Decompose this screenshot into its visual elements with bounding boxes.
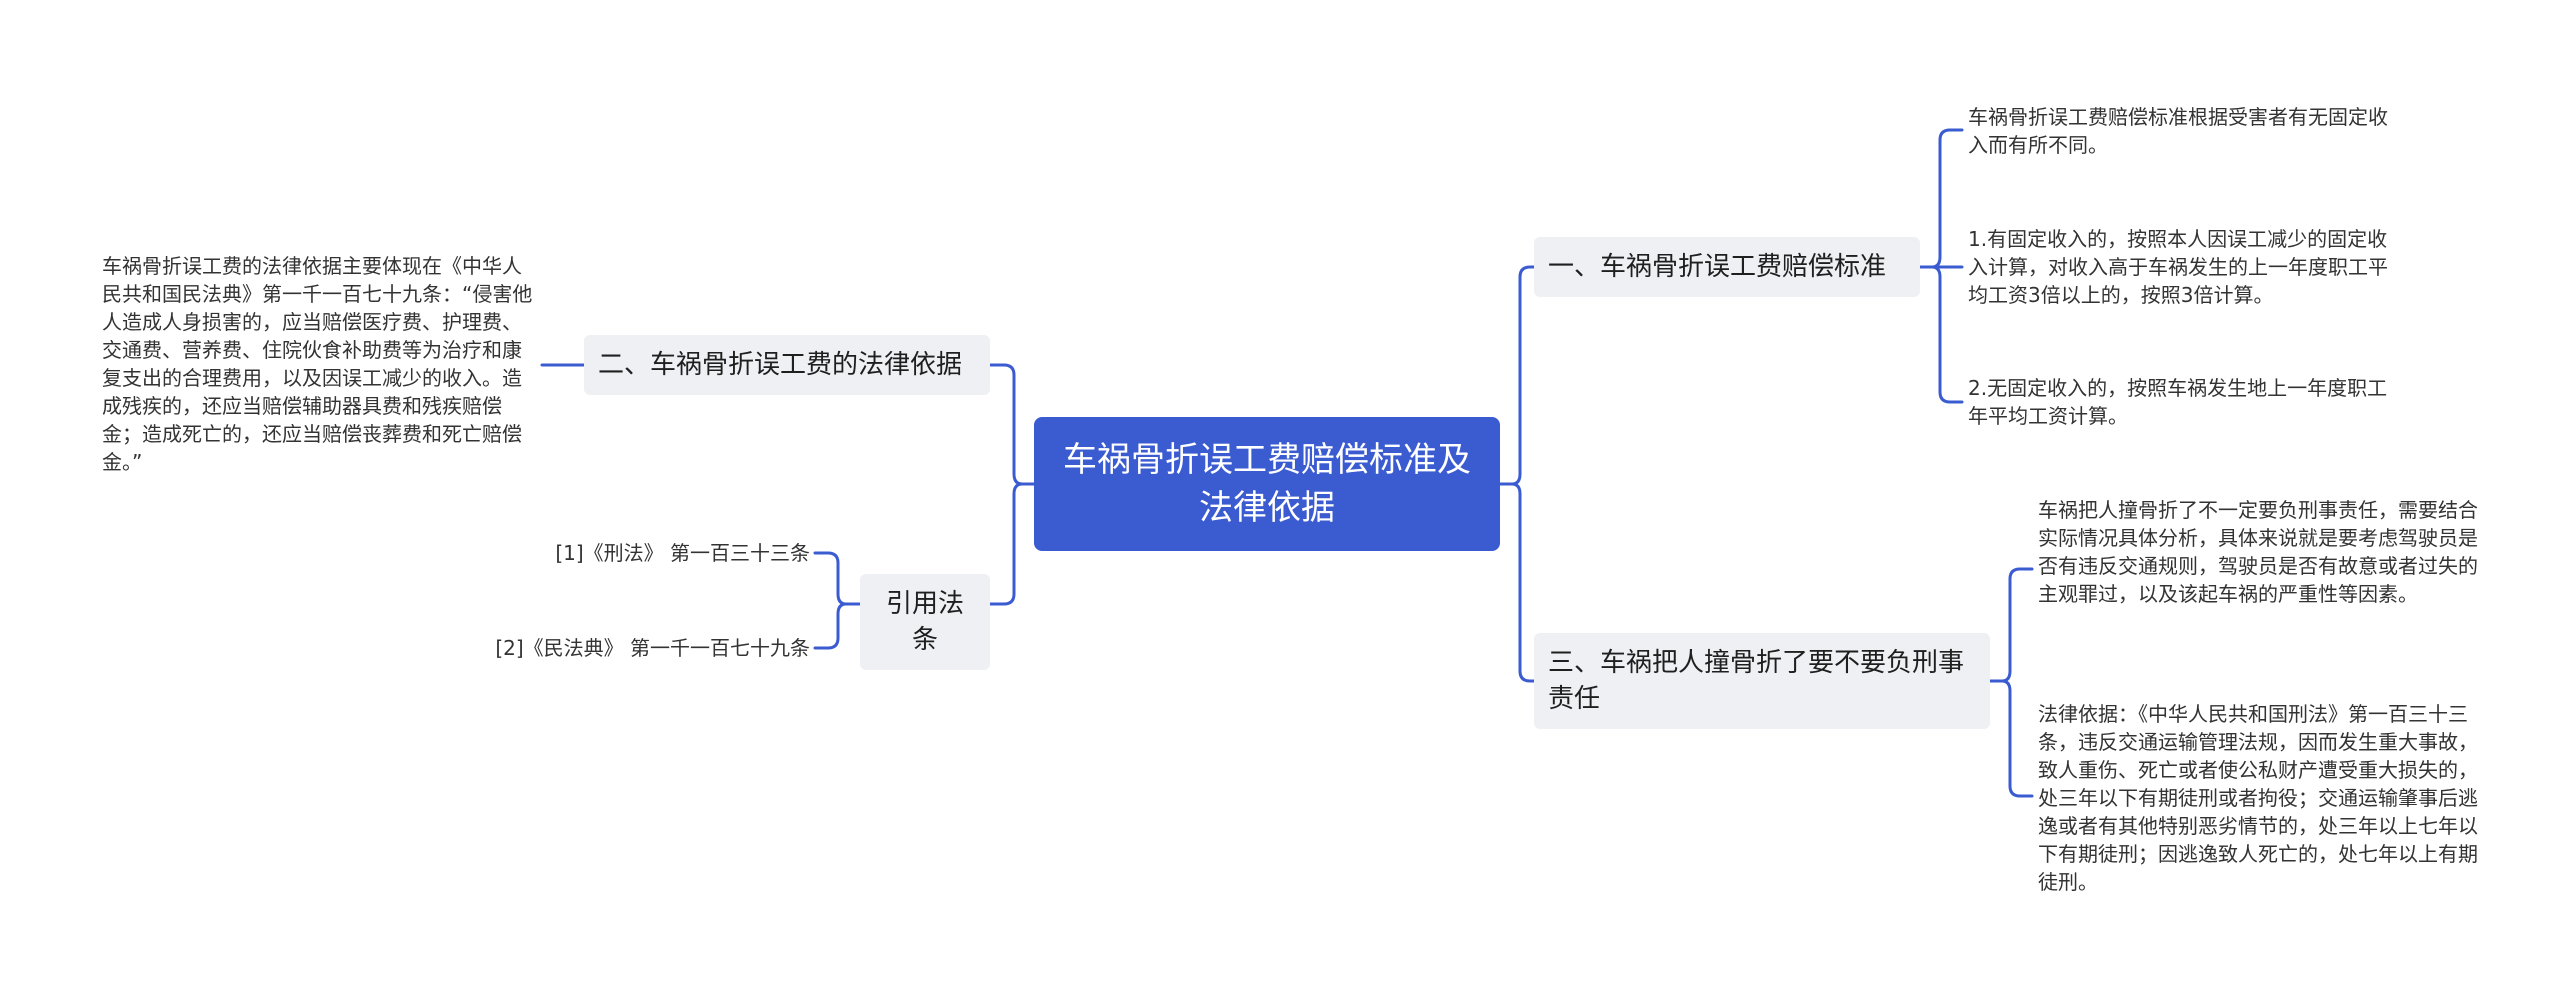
leaf-fixed-income: 1.有固定收入的，按照本人因误工减少的固定收入计算，对收入高于车祸发生的上一年度… [1968, 227, 2388, 307]
leaf-cited-criminal-law[interactable]: [1]《刑法》 第一百三十三条 [555, 541, 810, 565]
connector-root-to-topic-2 [988, 363, 1036, 486]
topic-compensation-standard[interactable]: 一、车祸骨折误工费赔偿标准 [1534, 237, 1920, 297]
topic-cited-statutes[interactable]: 引用法条 [860, 574, 990, 670]
connector-topic-1-to-leaf-1 [1918, 128, 1964, 269]
leaf-civil-code-basis: 车祸骨折误工费的法律依据主要体现在《中华人民共和国民法典》第一千一百七十九条：“… [102, 254, 533, 474]
topic-legal-basis[interactable]: 二、车祸骨折误工费的法律依据 [584, 335, 990, 395]
topic-label: 三、车祸把人撞骨折了要不要负刑事责任 [1548, 648, 1965, 714]
leaf-cited-civil-code[interactable]: [2]《民法典》 第一千一百七十九条 [495, 636, 810, 660]
leaf-criminal-law-basis: 法律依据：《中华人民共和国刑法》第一百三十三条，违反交通运输管理法规，因而发生重… [2038, 702, 2478, 894]
topic-label: 一、车祸骨折误工费赔偿标准 [1548, 252, 1887, 282]
connector-root-to-topic-1 [1498, 265, 1536, 486]
topic-criminal-liability[interactable]: 三、车祸把人撞骨折了要不要负刑事责任 [1534, 633, 1990, 729]
connector-root-to-topic-3 [1498, 482, 1536, 683]
connector-topic-3-to-leaf-2 [1988, 679, 2034, 798]
root-topic[interactable]: 车祸骨折误工费赔偿标准及法律依据 [1034, 417, 1500, 551]
root-topic-label: 车祸骨折误工费赔偿标准及法律依据 [1063, 440, 1471, 528]
connector-topic-1-to-leaf-3 [1918, 265, 1964, 404]
connector-cited-to-leaf-2 [813, 602, 862, 650]
leaf-standard-overview: 车祸骨折误工费赔偿标准根据受害者有无固定收入而有所不同。 [1968, 105, 2388, 157]
connector-root-to-cited [988, 482, 1036, 606]
topic-label: 引用法条 [885, 589, 964, 655]
topic-label: 二、车祸骨折误工费的法律依据 [598, 350, 963, 380]
connector-topic-3-to-leaf-1 [1988, 567, 2034, 683]
connector-cited-to-leaf-1 [813, 551, 862, 606]
leaf-liability-analysis: 车祸把人撞骨折了不一定要负刑事责任，需要结合实际情况具体分析，具体来说就是要考虑… [2038, 498, 2478, 606]
leaf-no-fixed-income: 2.无固定收入的，按照车祸发生地上一年度职工年平均工资计算。 [1968, 376, 2388, 428]
